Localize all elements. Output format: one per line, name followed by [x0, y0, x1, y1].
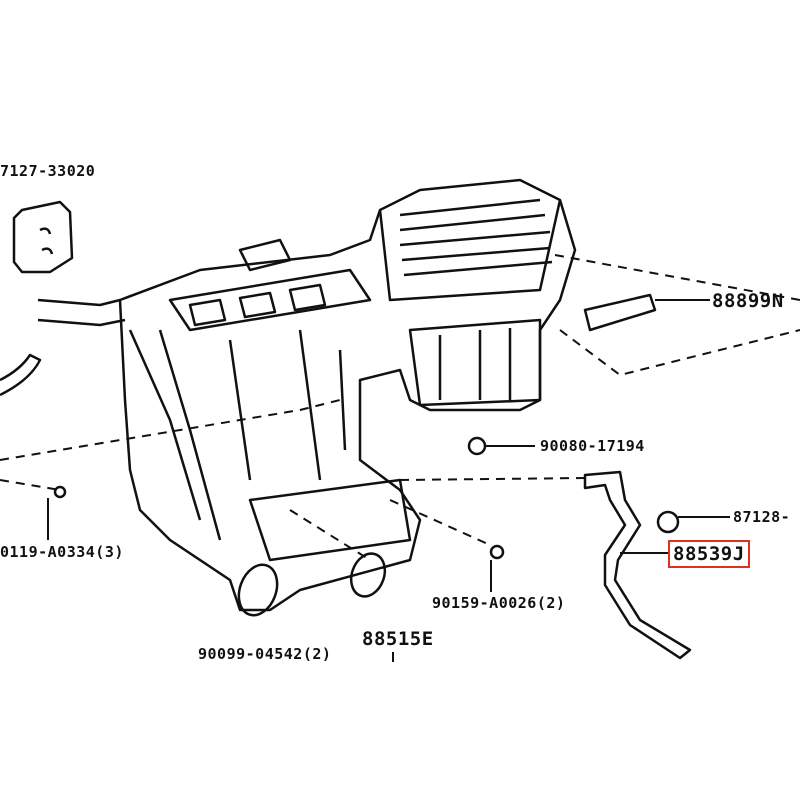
filter-pad-part [12, 200, 74, 274]
part-label-90080-17194[interactable]: 90080-17194 [540, 437, 645, 455]
part-label-90159-a0026[interactable]: 90159-A0026(2) [432, 594, 566, 612]
part-label-87128[interactable]: 87128- [733, 508, 791, 526]
grommet-part [467, 436, 487, 456]
rod-part [583, 293, 657, 332]
dashed-reference-lines [0, 254, 800, 561]
part-label-87127-33020[interactable]: 7127-33020 [0, 162, 96, 180]
part-label-88899n[interactable]: 88899N [712, 290, 784, 312]
heater-pipes [0, 298, 126, 397]
screw-part-right [489, 544, 505, 560]
heater-unit-assembly [118, 178, 577, 617]
grommet-part-right [656, 510, 680, 534]
drain-hose-part [583, 470, 692, 660]
part-label-88539j-highlighted[interactable]: 88539J [668, 540, 750, 568]
part-label-90099-04542[interactable]: 90099-04542(2) [198, 645, 332, 663]
screw-part-left [53, 485, 67, 499]
part-label-90119-a0334[interactable]: 0119-A0334(3) [0, 543, 124, 561]
part-label-88515e[interactable]: 88515E [362, 628, 434, 650]
leader-lines [47, 299, 730, 662]
